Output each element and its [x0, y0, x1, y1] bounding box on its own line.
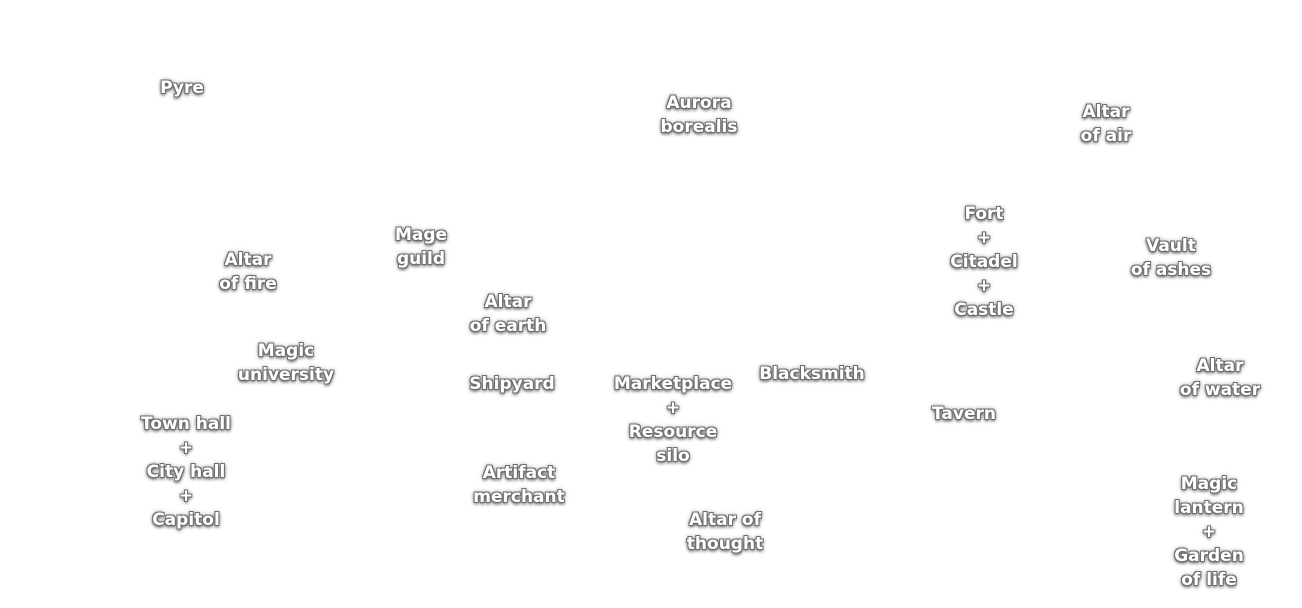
label-line: Tavern: [932, 404, 996, 424]
label-line: Altar: [1196, 356, 1244, 376]
blacksmith-label[interactable]: Blacksmith: [759, 362, 865, 386]
vault-of-ashes-label[interactable]: Vault of ashes: [1131, 234, 1211, 282]
label-line: +: [976, 228, 992, 248]
label-line: +: [178, 486, 194, 506]
pyre-label[interactable]: Pyre: [160, 76, 204, 100]
label-line: City hall: [146, 462, 226, 482]
altar-of-earth-label[interactable]: Altar of earth: [470, 290, 547, 338]
altar-of-air-label[interactable]: Altar of air: [1081, 100, 1132, 148]
label-line: +: [976, 276, 992, 296]
label-line: borealis: [660, 117, 738, 137]
artifact-merchant-label[interactable]: Artifact merchant: [473, 461, 565, 509]
label-line: Capitol: [152, 510, 220, 530]
label-line: Castle: [954, 300, 1014, 320]
aurora-borealis-label[interactable]: Aurora borealis: [660, 91, 737, 139]
mage-guild-label[interactable]: Mage guild: [395, 223, 447, 271]
label-line: Magic: [257, 341, 315, 361]
magic-lantern-garden-of-life-label[interactable]: Magic lantern + Garden of life: [1174, 472, 1244, 592]
label-line: university: [237, 365, 335, 385]
label-line: Vault: [1146, 236, 1196, 256]
label-line: Altar: [1082, 102, 1130, 122]
town-hall-city-hall-capitol-label[interactable]: Town hall + City hall + Capitol: [141, 412, 231, 532]
label-line: of ashes: [1130, 260, 1212, 280]
label-line: Altar: [484, 292, 532, 312]
label-line: lantern: [1174, 498, 1244, 518]
altar-of-thought-label[interactable]: Altar of thought: [687, 508, 763, 556]
label-line: Pyre: [160, 78, 204, 98]
marketplace-resource-silo-label[interactable]: Marketplace + Resource silo: [614, 372, 732, 468]
label-line: Marketplace: [613, 374, 733, 394]
magic-university-label[interactable]: Magic university: [238, 339, 334, 387]
label-line: of air: [1080, 126, 1132, 146]
label-line: guild: [396, 249, 446, 269]
label-line: Garden: [1174, 546, 1244, 566]
altar-of-water-label[interactable]: Altar of water: [1180, 354, 1260, 402]
label-line: Blacksmith: [759, 364, 865, 384]
label-line: Town hall: [141, 414, 231, 434]
altar-of-fire-label[interactable]: Altar of fire: [219, 248, 277, 296]
label-line: +: [178, 438, 194, 458]
label-line: Citadel: [950, 252, 1018, 272]
label-line: Mage: [394, 225, 448, 245]
label-line: +: [1201, 522, 1217, 542]
label-line: of earth: [469, 316, 547, 336]
label-line: +: [665, 398, 681, 418]
label-line: of fire: [219, 274, 277, 294]
label-line: Fort: [964, 204, 1004, 224]
label-line: Artifact: [482, 463, 556, 483]
label-line: silo: [656, 446, 690, 466]
label-line: thought: [686, 534, 764, 554]
tavern-label[interactable]: Tavern: [932, 402, 996, 426]
shipyard-label[interactable]: Shipyard: [469, 372, 554, 396]
label-line: of water: [1179, 380, 1261, 400]
fort-citadel-castle-label[interactable]: Fort + Citadel + Castle: [950, 202, 1017, 322]
label-line: Altar: [224, 250, 272, 270]
label-line: Aurora: [666, 93, 732, 113]
label-line: Resource: [628, 422, 718, 442]
label-line: merchant: [473, 487, 565, 507]
label-line: of life: [1181, 570, 1237, 590]
label-line: Shipyard: [469, 374, 555, 394]
label-line: Magic: [1180, 474, 1238, 494]
label-line: Altar of: [689, 510, 761, 530]
